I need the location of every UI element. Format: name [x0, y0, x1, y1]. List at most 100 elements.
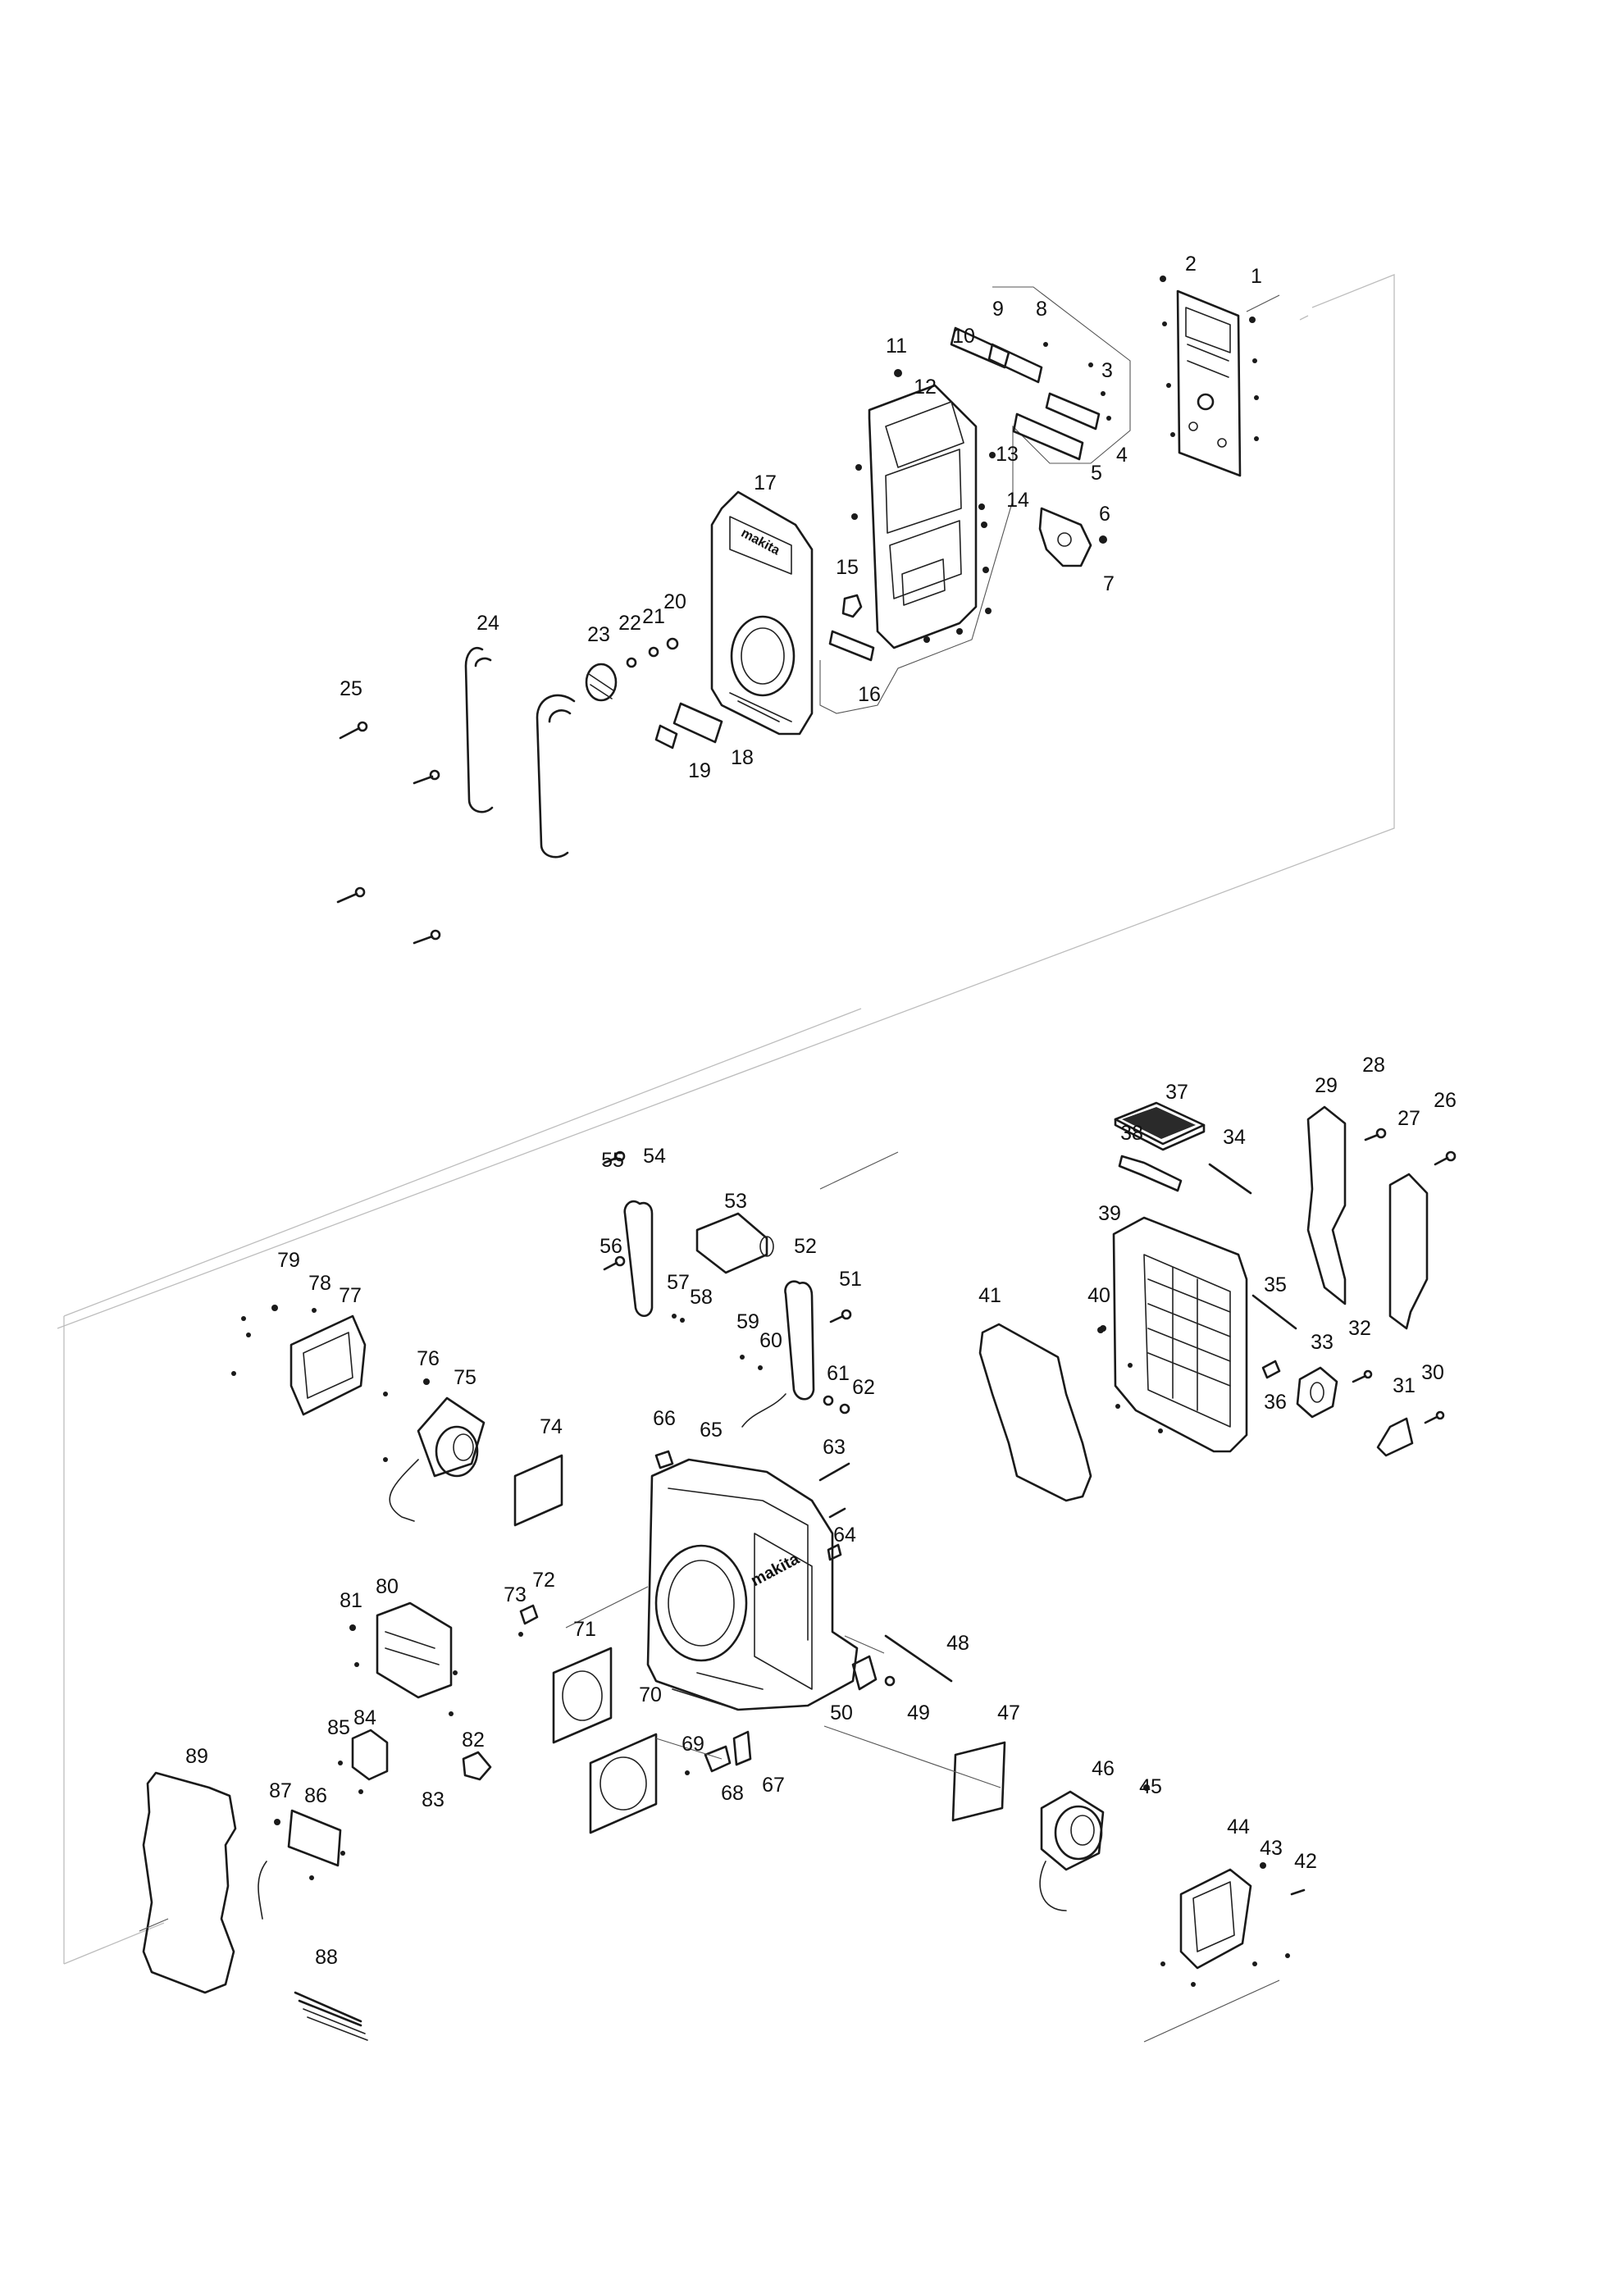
filter-37 [1114, 1101, 1206, 1151]
label-11: 11 [886, 335, 907, 358]
label-16: 16 [858, 683, 881, 706]
part-number-labels: 1 2 3 4 5 6 7 8 9 10 11 12 13 14 15 16 1… [185, 253, 1457, 1969]
label-26: 26 [1434, 1089, 1457, 1112]
pcb-80-85 [338, 1601, 492, 1794]
label-33: 33 [1311, 1331, 1334, 1354]
label-34: 34 [1223, 1126, 1246, 1149]
speaker-75-76 [383, 1378, 486, 1522]
label-54: 54 [643, 1145, 666, 1168]
label-88: 88 [315, 1946, 338, 1969]
label-20: 20 [663, 590, 686, 613]
button-panel-group [819, 286, 1131, 714]
label-58: 58 [690, 1286, 713, 1309]
label-21: 21 [642, 605, 665, 628]
label-12: 12 [914, 376, 937, 399]
label-2: 2 [1185, 253, 1197, 276]
label-39: 39 [1098, 1202, 1121, 1225]
label-73: 73 [504, 1583, 527, 1606]
main-housing-65: makita [646, 1450, 859, 1711]
label-79: 79 [277, 1249, 300, 1272]
front-cover-17: makita [710, 490, 814, 736]
label-28: 28 [1362, 1054, 1385, 1077]
speaker-44-46 [951, 1741, 1306, 1987]
label-83: 83 [422, 1788, 445, 1811]
handle-24 [464, 647, 576, 859]
label-8: 8 [1036, 298, 1047, 321]
reference-planes [57, 274, 1395, 1965]
label-44: 44 [1227, 1815, 1250, 1838]
label-29: 29 [1315, 1074, 1338, 1097]
label-57: 57 [667, 1271, 690, 1294]
label-52: 52 [794, 1235, 817, 1258]
label-43: 43 [1260, 1837, 1283, 1860]
label-17: 17 [754, 472, 777, 494]
rear-housing-39 [1097, 1216, 1248, 1453]
label-71: 71 [573, 1618, 596, 1641]
label-5: 5 [1091, 462, 1102, 485]
label-55: 55 [601, 1149, 624, 1172]
label-4: 4 [1116, 444, 1128, 467]
screws-25 [336, 721, 441, 945]
parts-18-23 [585, 637, 723, 749]
label-47: 47 [997, 1702, 1020, 1724]
label-23: 23 [587, 623, 610, 646]
parts-15-16 [828, 594, 875, 662]
label-19: 19 [688, 759, 711, 782]
label-70: 70 [639, 1683, 662, 1706]
label-77: 77 [339, 1284, 362, 1307]
label-81: 81 [340, 1589, 362, 1612]
side-rails-27-29 [1306, 1105, 1457, 1330]
rods-34-35 [1208, 1163, 1297, 1330]
label-60: 60 [759, 1329, 782, 1352]
label-69: 69 [682, 1733, 704, 1756]
label-87: 87 [269, 1779, 292, 1802]
label-6: 6 [1099, 503, 1110, 526]
handles-52-54-cylinder-53 [603, 1150, 852, 1428]
label-42: 42 [1294, 1850, 1317, 1873]
label-89: 89 [185, 1745, 208, 1768]
label-82: 82 [462, 1729, 485, 1752]
inner-frame-12 [851, 369, 996, 649]
label-45: 45 [1139, 1775, 1162, 1798]
label-76: 76 [417, 1347, 440, 1370]
label-37: 37 [1165, 1081, 1188, 1104]
board-86-87 [258, 1809, 345, 1920]
label-14: 14 [1006, 489, 1029, 512]
label-25: 25 [340, 677, 362, 700]
label-64: 64 [833, 1524, 856, 1547]
label-15: 15 [836, 556, 859, 579]
label-67: 67 [762, 1774, 785, 1797]
parts-30-33-36 [1261, 1360, 1445, 1457]
label-80: 80 [376, 1575, 399, 1598]
plate-6-7 [1038, 507, 1107, 567]
speaker-frame-77-79 [231, 1305, 367, 1416]
label-27: 27 [1397, 1107, 1420, 1130]
label-10: 10 [952, 325, 975, 348]
leader-lines [139, 294, 1280, 2043]
label-41: 41 [978, 1284, 1001, 1307]
label-66: 66 [653, 1407, 676, 1430]
label-65: 65 [700, 1419, 723, 1442]
label-68: 68 [721, 1782, 744, 1805]
label-84: 84 [353, 1706, 376, 1729]
panels-70-71 [518, 1604, 658, 1834]
label-7: 7 [1103, 572, 1115, 595]
label-59: 59 [736, 1310, 759, 1333]
label-36: 36 [1264, 1391, 1287, 1414]
label-18: 18 [731, 746, 754, 769]
label-32: 32 [1348, 1317, 1371, 1340]
label-24: 24 [476, 612, 499, 635]
label-74: 74 [540, 1415, 563, 1438]
big-gasket-89 [142, 1771, 237, 1994]
label-38: 38 [1120, 1122, 1143, 1145]
label-63: 63 [823, 1436, 846, 1459]
label-56: 56 [600, 1235, 622, 1258]
label-48: 48 [946, 1632, 969, 1655]
label-85: 85 [327, 1716, 350, 1739]
label-86: 86 [304, 1784, 327, 1807]
label-75: 75 [454, 1366, 476, 1389]
label-49: 49 [907, 1702, 930, 1724]
label-62: 62 [852, 1376, 875, 1399]
label-40: 40 [1087, 1284, 1110, 1307]
